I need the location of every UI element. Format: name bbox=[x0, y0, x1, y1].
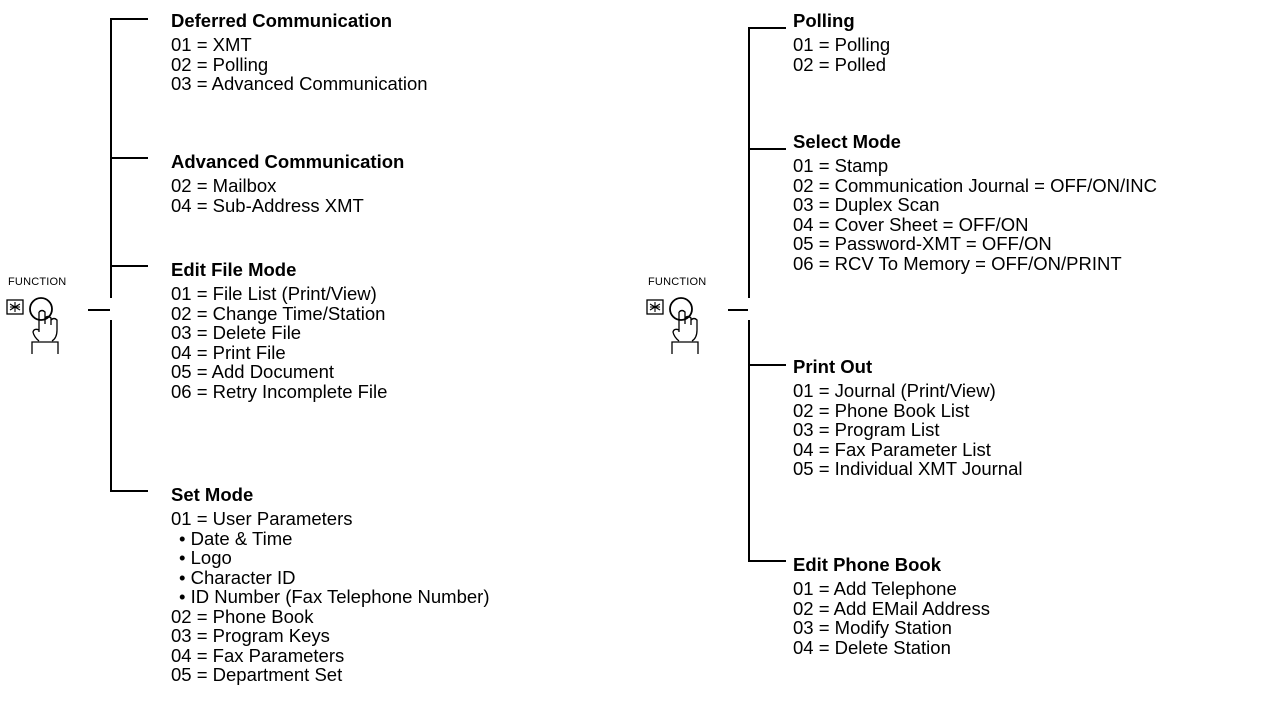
menu-group-polling: Polling 01 = Polling 02 = Polled bbox=[793, 9, 890, 74]
menu-item: 03 = Advanced Communication bbox=[171, 73, 428, 94]
function-key-press-icon bbox=[6, 297, 59, 354]
menu-subitem: • ID Number (Fax Telephone Number) bbox=[179, 586, 490, 607]
left-menu-tree: FUNCTION Deferred Communication 01 = XMT… bbox=[0, 0, 640, 727]
tree-trunk-line bbox=[748, 320, 750, 562]
menu-item: 05 = Individual XMT Journal bbox=[793, 458, 1023, 479]
menu-item: 06 = Retry Incomplete File bbox=[171, 380, 388, 402]
branch-line bbox=[110, 490, 148, 492]
menu-item: 04 = Cover Sheet = OFF/ON bbox=[793, 213, 1029, 235]
menu-group-edit-phone-book: Edit Phone Book 01 = Add Telephone 02 = … bbox=[793, 553, 990, 657]
menu-item: 03 = Modify Station bbox=[793, 617, 952, 638]
menu-item: 01 = Polling bbox=[793, 34, 891, 55]
menu-subitem: • Date & Time bbox=[179, 527, 293, 549]
menu-item: 02 = Add EMail Address bbox=[793, 597, 990, 619]
menu-item: 01 = User Parameters bbox=[171, 508, 353, 529]
right-menu-tree: FUNCTION Polling 01 = Polling 02 = Polle… bbox=[640, 0, 1282, 727]
tree-trunk-line bbox=[110, 320, 112, 492]
menu-item: 04 = Sub-Address XMT bbox=[171, 194, 364, 216]
menu-group-deferred-communication: Deferred Communication 01 = XMT 02 = Pol… bbox=[171, 9, 428, 94]
menu-group-print-out: Print Out 01 = Journal (Print/View) 02 =… bbox=[793, 355, 1023, 479]
group-title: Polling bbox=[793, 10, 855, 31]
menu-item: 03 = Program Keys bbox=[171, 625, 330, 646]
group-title: Print Out bbox=[793, 356, 873, 377]
menu-item: 05 = Password-XMT = OFF/ON bbox=[793, 233, 1052, 254]
menu-item: 01 = File List (Print/View) bbox=[171, 283, 377, 304]
menu-item: 04 = Fax Parameter List bbox=[793, 438, 991, 460]
menu-group-edit-file-mode: Edit File Mode 01 = File List (Print/Vie… bbox=[171, 258, 387, 401]
menu-group-advanced-communication: Advanced Communication 02 = Mailbox 04 =… bbox=[171, 150, 404, 215]
menu-item: 05 = Department Set bbox=[171, 664, 343, 685]
connector-line bbox=[728, 309, 748, 311]
menu-item: 02 = Mailbox bbox=[171, 175, 277, 196]
menu-item: 04 = Fax Parameters bbox=[171, 644, 345, 666]
menu-subitem: • Logo bbox=[179, 547, 232, 568]
branch-line bbox=[110, 265, 148, 267]
menu-item: 01 = Add Telephone bbox=[793, 578, 957, 599]
function-key-press-icon bbox=[646, 297, 699, 354]
function-label: FUNCTION bbox=[8, 276, 67, 288]
menu-item: 02 = Communication Journal = OFF/ON/INC bbox=[793, 174, 1157, 196]
menu-item: 01 = Journal (Print/View) bbox=[793, 380, 996, 401]
menu-item: 02 = Phone Book List bbox=[793, 399, 970, 421]
menu-item: 01 = XMT bbox=[171, 34, 252, 55]
branch-line bbox=[110, 18, 148, 20]
menu-group-select-mode: Select Mode 01 = Stamp 02 = Communicatio… bbox=[793, 130, 1157, 273]
branch-line bbox=[748, 560, 786, 562]
branch-line bbox=[110, 157, 148, 159]
menu-item: 02 = Change Time/Station bbox=[171, 302, 386, 324]
menu-item: 03 = Delete File bbox=[171, 322, 302, 343]
menu-item: 02 = Polling bbox=[171, 53, 269, 75]
menu-item: 04 = Delete Station bbox=[793, 636, 951, 658]
menu-item: 04 = Print File bbox=[171, 341, 286, 363]
branch-line bbox=[748, 364, 786, 366]
group-title: Edit Phone Book bbox=[793, 554, 941, 575]
tree-trunk-line bbox=[748, 27, 750, 298]
group-title: Set Mode bbox=[171, 484, 254, 505]
group-title: Edit File Mode bbox=[171, 259, 297, 280]
menu-group-set-mode: Set Mode 01 = User Parameters • Date & T… bbox=[171, 483, 489, 685]
group-title: Advanced Communication bbox=[171, 151, 405, 172]
menu-item: 02 = Phone Book bbox=[171, 605, 314, 627]
branch-line bbox=[748, 27, 786, 29]
menu-item: 03 = Duplex Scan bbox=[793, 194, 940, 215]
menu-item: 03 = Program List bbox=[793, 419, 940, 440]
menu-item: 02 = Polled bbox=[793, 53, 887, 75]
branch-line bbox=[748, 148, 786, 150]
connector-line bbox=[88, 309, 110, 311]
menu-item: 06 = RCV To Memory = OFF/ON/PRINT bbox=[793, 252, 1122, 274]
function-label: FUNCTION bbox=[648, 276, 707, 288]
group-title: Deferred Communication bbox=[171, 10, 393, 31]
menu-item: 05 = Add Document bbox=[171, 361, 335, 382]
group-title: Select Mode bbox=[793, 131, 901, 152]
menu-subitem: • Character ID bbox=[179, 566, 296, 588]
menu-item: 01 = Stamp bbox=[793, 155, 889, 176]
